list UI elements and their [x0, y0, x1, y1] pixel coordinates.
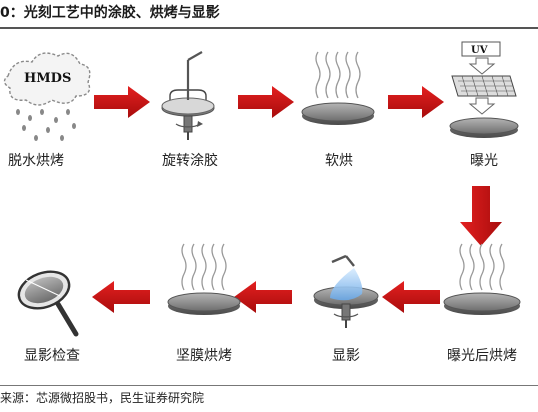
spin-coating-icon — [161, 51, 215, 140]
exposure-icon: UV — [449, 41, 519, 138]
arrow-left-icon — [382, 281, 440, 313]
arrow-right-icon — [94, 86, 150, 118]
step-label-soft-bake: 软烘 — [325, 153, 353, 169]
dehydration-bake-icon: HMDS — [3, 52, 91, 141]
arrow-down-icon — [460, 186, 502, 246]
arrow-left-icon — [234, 281, 292, 313]
arrow-right-icon — [388, 86, 444, 118]
page-title: 0：光刻工艺中的涂胶、烘烤与显影 — [0, 5, 220, 21]
title-divider — [0, 27, 538, 29]
develop-icon — [313, 254, 379, 328]
arrow-right-icon — [238, 86, 294, 118]
soft-bake-icon — [301, 51, 375, 125]
step-label-post-exposure-bake: 曝光后烘烤 — [447, 348, 517, 364]
step-label-spin-coating: 旋转涂胶 — [162, 153, 218, 169]
step-label-exposure: 曝光 — [470, 153, 498, 169]
hmds-text: HMDS — [24, 71, 71, 86]
inspection-magnifier-icon — [17, 270, 79, 337]
step-label-dehydration-bake: 脱水烘烤 — [8, 153, 64, 169]
arrow-left-icon — [92, 281, 150, 313]
source-note: 来源：芯源微招股书，民生证券研究院 — [0, 391, 205, 405]
uv-text: UV — [471, 45, 488, 56]
footer-divider — [0, 385, 538, 386]
post-exposure-bake-icon — [443, 243, 521, 315]
step-label-develop: 显影 — [332, 348, 360, 364]
hard-bake-icon — [167, 243, 241, 315]
step-label-hard-bake: 坚膜烘烤 — [176, 348, 232, 364]
step-label-inspection: 显影检查 — [24, 348, 80, 364]
